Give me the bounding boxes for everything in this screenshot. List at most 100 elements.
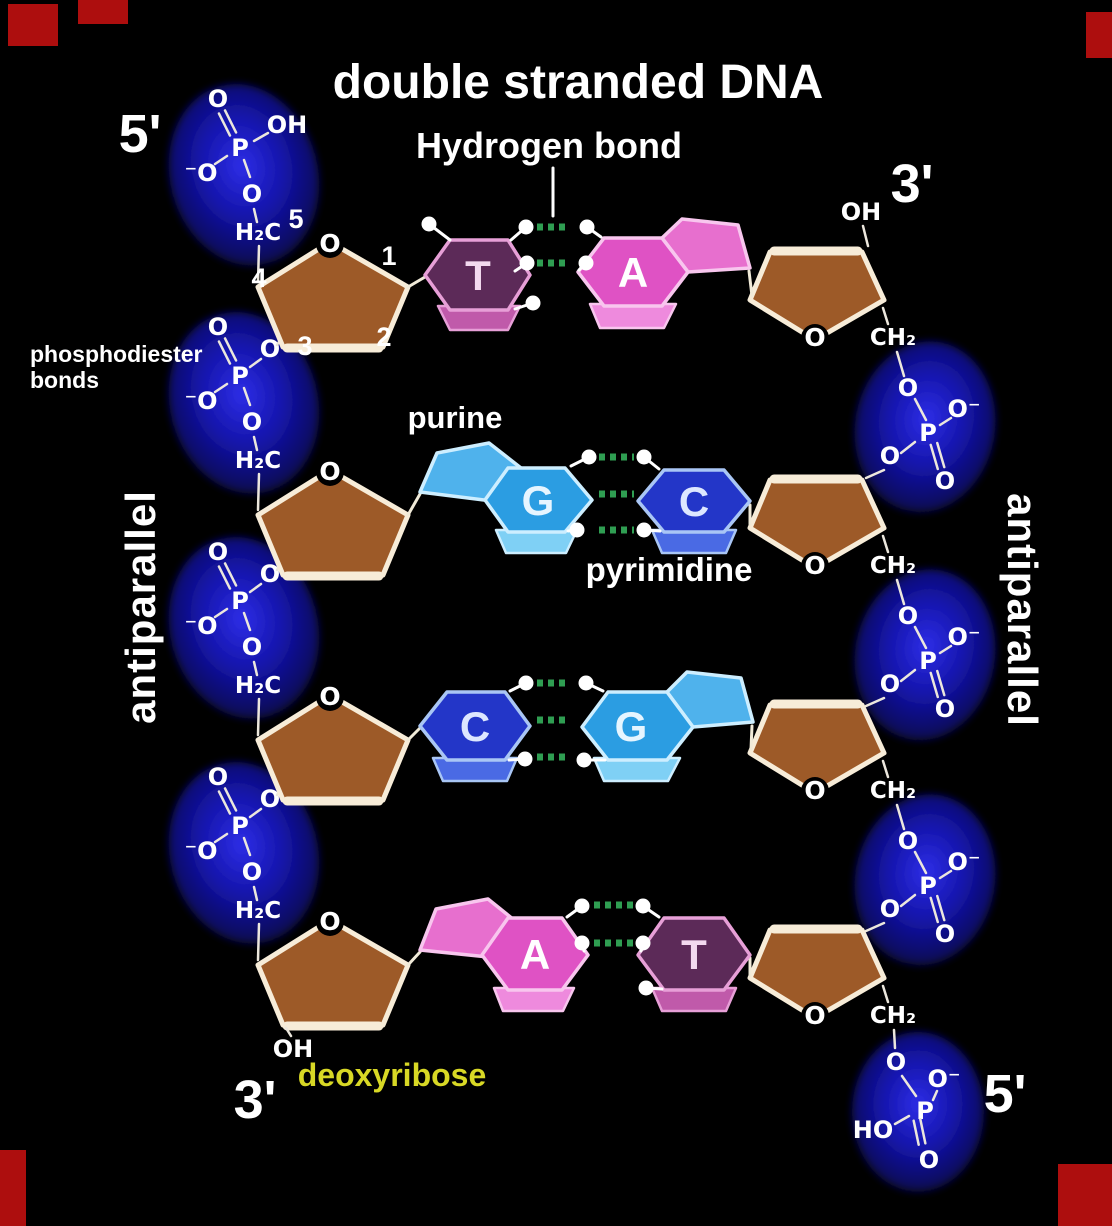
hydrogen-knob	[525, 295, 541, 311]
atom-label: H₂C	[235, 448, 281, 474]
video-artifact	[0, 1150, 26, 1226]
atom-label: O	[319, 907, 340, 936]
atom-label: O	[898, 827, 918, 855]
bond-line	[900, 1074, 918, 1098]
atom-label: O	[208, 538, 228, 566]
atom-label: P	[916, 1097, 934, 1125]
atom-halo	[801, 552, 829, 580]
double-bond-line	[223, 787, 238, 812]
atom-label: ⁻O	[184, 387, 217, 415]
atom-label: O⁻	[947, 623, 980, 651]
glycosidic-link	[406, 492, 422, 517]
phosphate-blob	[168, 762, 320, 944]
hydrogen-bond-label: Hydrogen bond	[416, 125, 682, 166]
atom-label: O	[804, 323, 825, 352]
bond-line	[213, 382, 229, 394]
backbone-link	[256, 697, 261, 737]
five-prime-bottom-right: 5'	[984, 1064, 1027, 1124]
phosphate-blob	[854, 794, 996, 966]
bond-line	[938, 644, 953, 655]
three-prime-top-right: 3'	[891, 154, 934, 214]
hydrogen-knob	[518, 675, 534, 691]
backbone-link	[252, 435, 259, 452]
bond-line	[213, 832, 229, 844]
base-T	[636, 916, 752, 992]
atom-label: O	[319, 229, 340, 258]
phosphate-blob	[852, 1032, 984, 1192]
double-bond-line	[217, 112, 232, 137]
backbone-link	[284, 1026, 293, 1038]
hydrogen-knob	[574, 898, 590, 914]
base-letter-G: G	[522, 477, 555, 524]
atom-label: O	[935, 467, 955, 495]
bond-line	[242, 158, 252, 179]
glycosidic-link	[406, 275, 427, 289]
hydrogen-knob	[576, 752, 592, 768]
carbon-number: 5	[288, 204, 303, 234]
phosphodiester-label-line2: bonds	[30, 367, 99, 393]
backbone-link	[895, 803, 906, 831]
base-G	[483, 466, 594, 534]
pyrimidine-label: pyrimidine	[586, 551, 753, 588]
bond-line	[913, 850, 928, 875]
ester-link	[864, 696, 886, 708]
hydrogen-knob	[574, 935, 590, 951]
atom-label: O⁻	[927, 1065, 960, 1093]
backbone-link	[892, 1028, 897, 1050]
backbone-link	[895, 578, 906, 606]
atom-label: P	[231, 134, 249, 162]
atom-halo	[801, 1002, 829, 1030]
backbone-link	[861, 224, 870, 248]
base-letter-T: T	[681, 931, 707, 978]
atom-label: CH₂	[870, 778, 916, 804]
carbon-number: 4	[251, 263, 266, 293]
atom-label: O	[242, 408, 262, 436]
backbone-link	[895, 350, 906, 378]
atom-label: O	[804, 1001, 825, 1030]
backbone-link	[881, 984, 890, 1004]
phosphate-blob	[168, 312, 320, 494]
bond-line	[242, 386, 252, 407]
oh-top-right: OH	[841, 198, 882, 226]
bond-line	[213, 607, 229, 619]
double-bond-line	[919, 1118, 927, 1145]
bond-line	[213, 154, 229, 166]
bond-line	[248, 807, 263, 819]
atom-label: O	[208, 763, 228, 791]
phosphate-blob	[168, 537, 320, 719]
atom-label: O	[804, 551, 825, 580]
backbone-link	[881, 759, 890, 779]
bond-line	[899, 440, 917, 455]
base-letter-T: T	[465, 252, 491, 299]
antiparallel-right-label: antiparallel	[999, 493, 1046, 727]
atom-label: O	[208, 85, 228, 113]
purine-label: purine	[408, 400, 503, 435]
five-prime-top-left: 5'	[119, 104, 162, 164]
base-C	[636, 468, 752, 534]
atom-halo	[316, 230, 344, 258]
atom-label: P	[919, 419, 937, 447]
bond-line	[252, 131, 270, 143]
atom-halo	[316, 458, 344, 486]
atom-label: ⁻O	[184, 612, 217, 640]
atom-label: O	[880, 895, 900, 923]
double-bond-line	[217, 340, 232, 365]
double-bond-line	[929, 443, 939, 471]
bond-line	[899, 668, 917, 683]
atom-label: O	[242, 633, 262, 661]
atom-label: O⁻	[947, 395, 980, 423]
backbone-link	[256, 244, 261, 284]
atom-label: O	[886, 1048, 906, 1076]
double-bond-line	[223, 337, 238, 362]
backbone-link	[881, 534, 890, 554]
double-bond-line	[936, 669, 946, 697]
backbone-link	[256, 472, 261, 512]
base-A	[480, 916, 590, 992]
base-letter-A: A	[520, 931, 550, 978]
atom-halo	[801, 777, 829, 805]
carbon-number: 3	[297, 331, 312, 361]
hydrogen-knob	[519, 255, 535, 271]
three-prime-bottom-left: 3'	[234, 1070, 277, 1130]
atom-label: P	[919, 647, 937, 675]
